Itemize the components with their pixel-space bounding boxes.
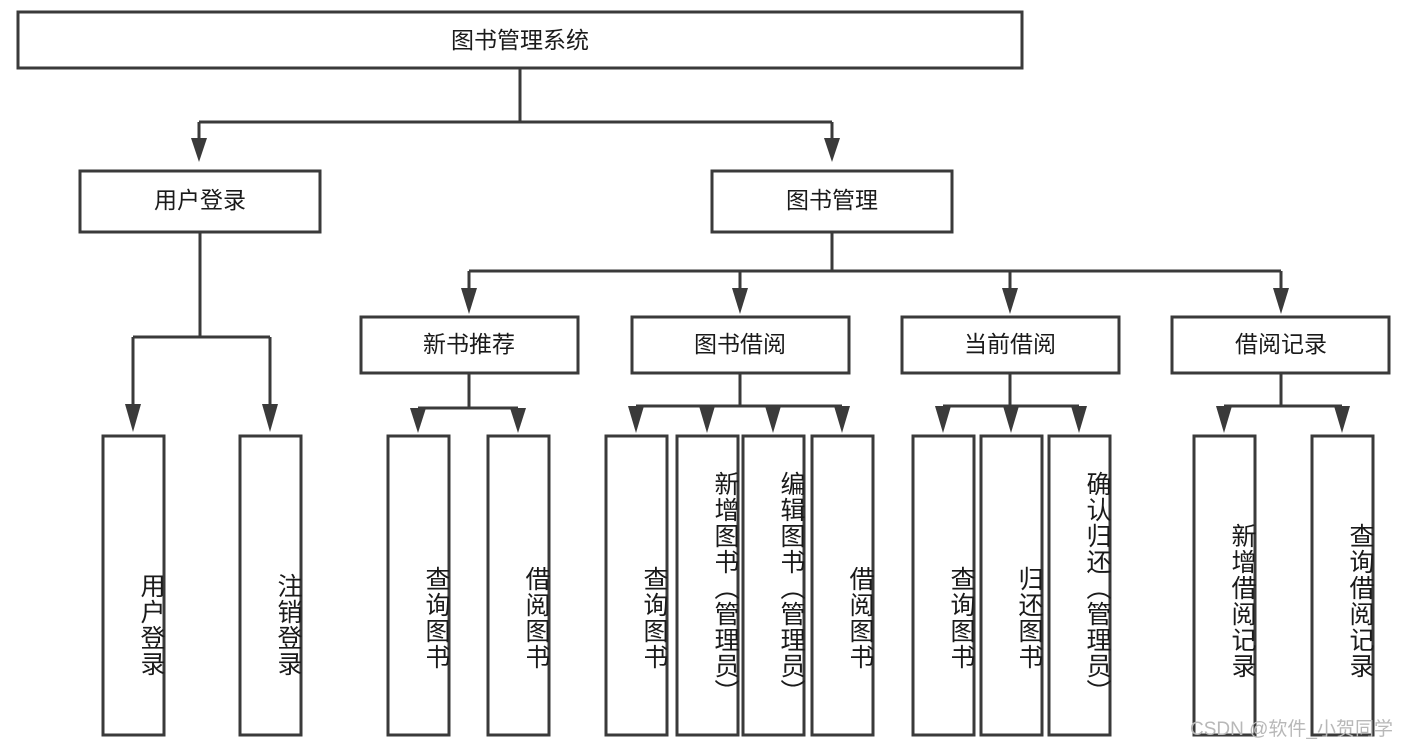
node-current-borrow[interactable]: 当前借阅 xyxy=(900,315,1121,375)
arrow-head-new-book-leaf-1 xyxy=(410,408,426,433)
node-label-new-book-recommend: 新书推荐 xyxy=(423,331,515,357)
arrow-head-current-borrow-leaf-3 xyxy=(1071,406,1087,433)
node-label-borrow-record: 借阅记录 xyxy=(1235,331,1327,357)
arrow-head-borrow-record-leaf-1 xyxy=(1216,406,1232,433)
node-label-current-borrow: 当前借阅 xyxy=(964,331,1056,357)
arrow-head-book-borrow-leaf-1 xyxy=(628,406,644,433)
arrow-head-to-borrow-record xyxy=(1273,288,1289,314)
node-box-borrow-record[interactable] xyxy=(1170,315,1391,375)
leaf-box-book-borrow-4[interactable] xyxy=(810,434,875,737)
node-box-new-book-recommend[interactable] xyxy=(359,315,580,375)
arrow-head-new-book-leaf-2 xyxy=(510,408,526,433)
leaf-box-current-borrow-2[interactable] xyxy=(979,434,1044,737)
leaf-box-borrow-record-2[interactable] xyxy=(1310,434,1375,737)
node-root[interactable]: 图书管理系统 xyxy=(16,10,1024,70)
node-new-book-recommend[interactable]: 新书推荐 xyxy=(359,315,580,375)
leaf-box-book-borrow-1[interactable] xyxy=(604,434,669,737)
node-box-current-borrow[interactable] xyxy=(900,315,1121,375)
node-label-user-login: 用户登录 xyxy=(154,187,246,213)
node-box-book-manage[interactable] xyxy=(710,169,954,234)
arrow-head-to-current-borrow xyxy=(1002,288,1018,314)
node-label-book-borrow: 图书借阅 xyxy=(694,331,786,357)
arrow-head-to-book-borrow xyxy=(732,288,748,314)
arrow-head-to-new-book-recommend xyxy=(461,288,477,314)
arrow-head-user-login-leaf-1 xyxy=(125,404,141,432)
node-box-root[interactable] xyxy=(16,10,1024,70)
leaf-box-user-login-2[interactable] xyxy=(238,434,303,737)
node-label-book-manage: 图书管理 xyxy=(786,187,878,213)
arrow-head-book-borrow-leaf-4 xyxy=(834,406,850,433)
leaf-box-user-login-1[interactable] xyxy=(101,434,166,737)
node-label-root: 图书管理系统 xyxy=(451,27,589,53)
arrow-head-user-login-leaf-2 xyxy=(262,404,278,432)
arrow-head-book-borrow-leaf-2 xyxy=(699,406,715,433)
leaf-box-current-borrow-1[interactable] xyxy=(911,434,976,737)
leaf-box-borrow-record-1[interactable] xyxy=(1192,434,1257,737)
leaf-box-current-borrow-3[interactable] xyxy=(1047,434,1112,737)
arrow-head-book-borrow-leaf-3 xyxy=(765,406,781,433)
arrow-head-root-to-user-login xyxy=(191,138,207,162)
csdn-watermark: CSDN @软件_小贺同学 xyxy=(1190,719,1393,740)
node-borrow-record[interactable]: 借阅记录 xyxy=(1170,315,1391,375)
arrow-head-current-borrow-leaf-1 xyxy=(935,406,951,433)
arrow-head-current-borrow-leaf-2 xyxy=(1003,406,1019,433)
leaf-box-book-borrow-2[interactable] xyxy=(675,434,740,737)
leaf-box-new-book-2[interactable] xyxy=(486,434,551,737)
node-book-manage[interactable]: 图书管理 xyxy=(710,169,954,234)
node-book-borrow[interactable]: 图书借阅 xyxy=(630,315,851,375)
leaf-box-book-borrow-3[interactable] xyxy=(741,434,806,737)
leaf-box-new-book-1[interactable] xyxy=(386,434,451,737)
arrow-head-borrow-record-leaf-2 xyxy=(1334,406,1350,433)
node-user-login[interactable]: 用户登录 xyxy=(78,169,322,234)
arrow-head-root-to-book-manage xyxy=(824,138,840,162)
node-box-book-borrow[interactable] xyxy=(630,315,851,375)
